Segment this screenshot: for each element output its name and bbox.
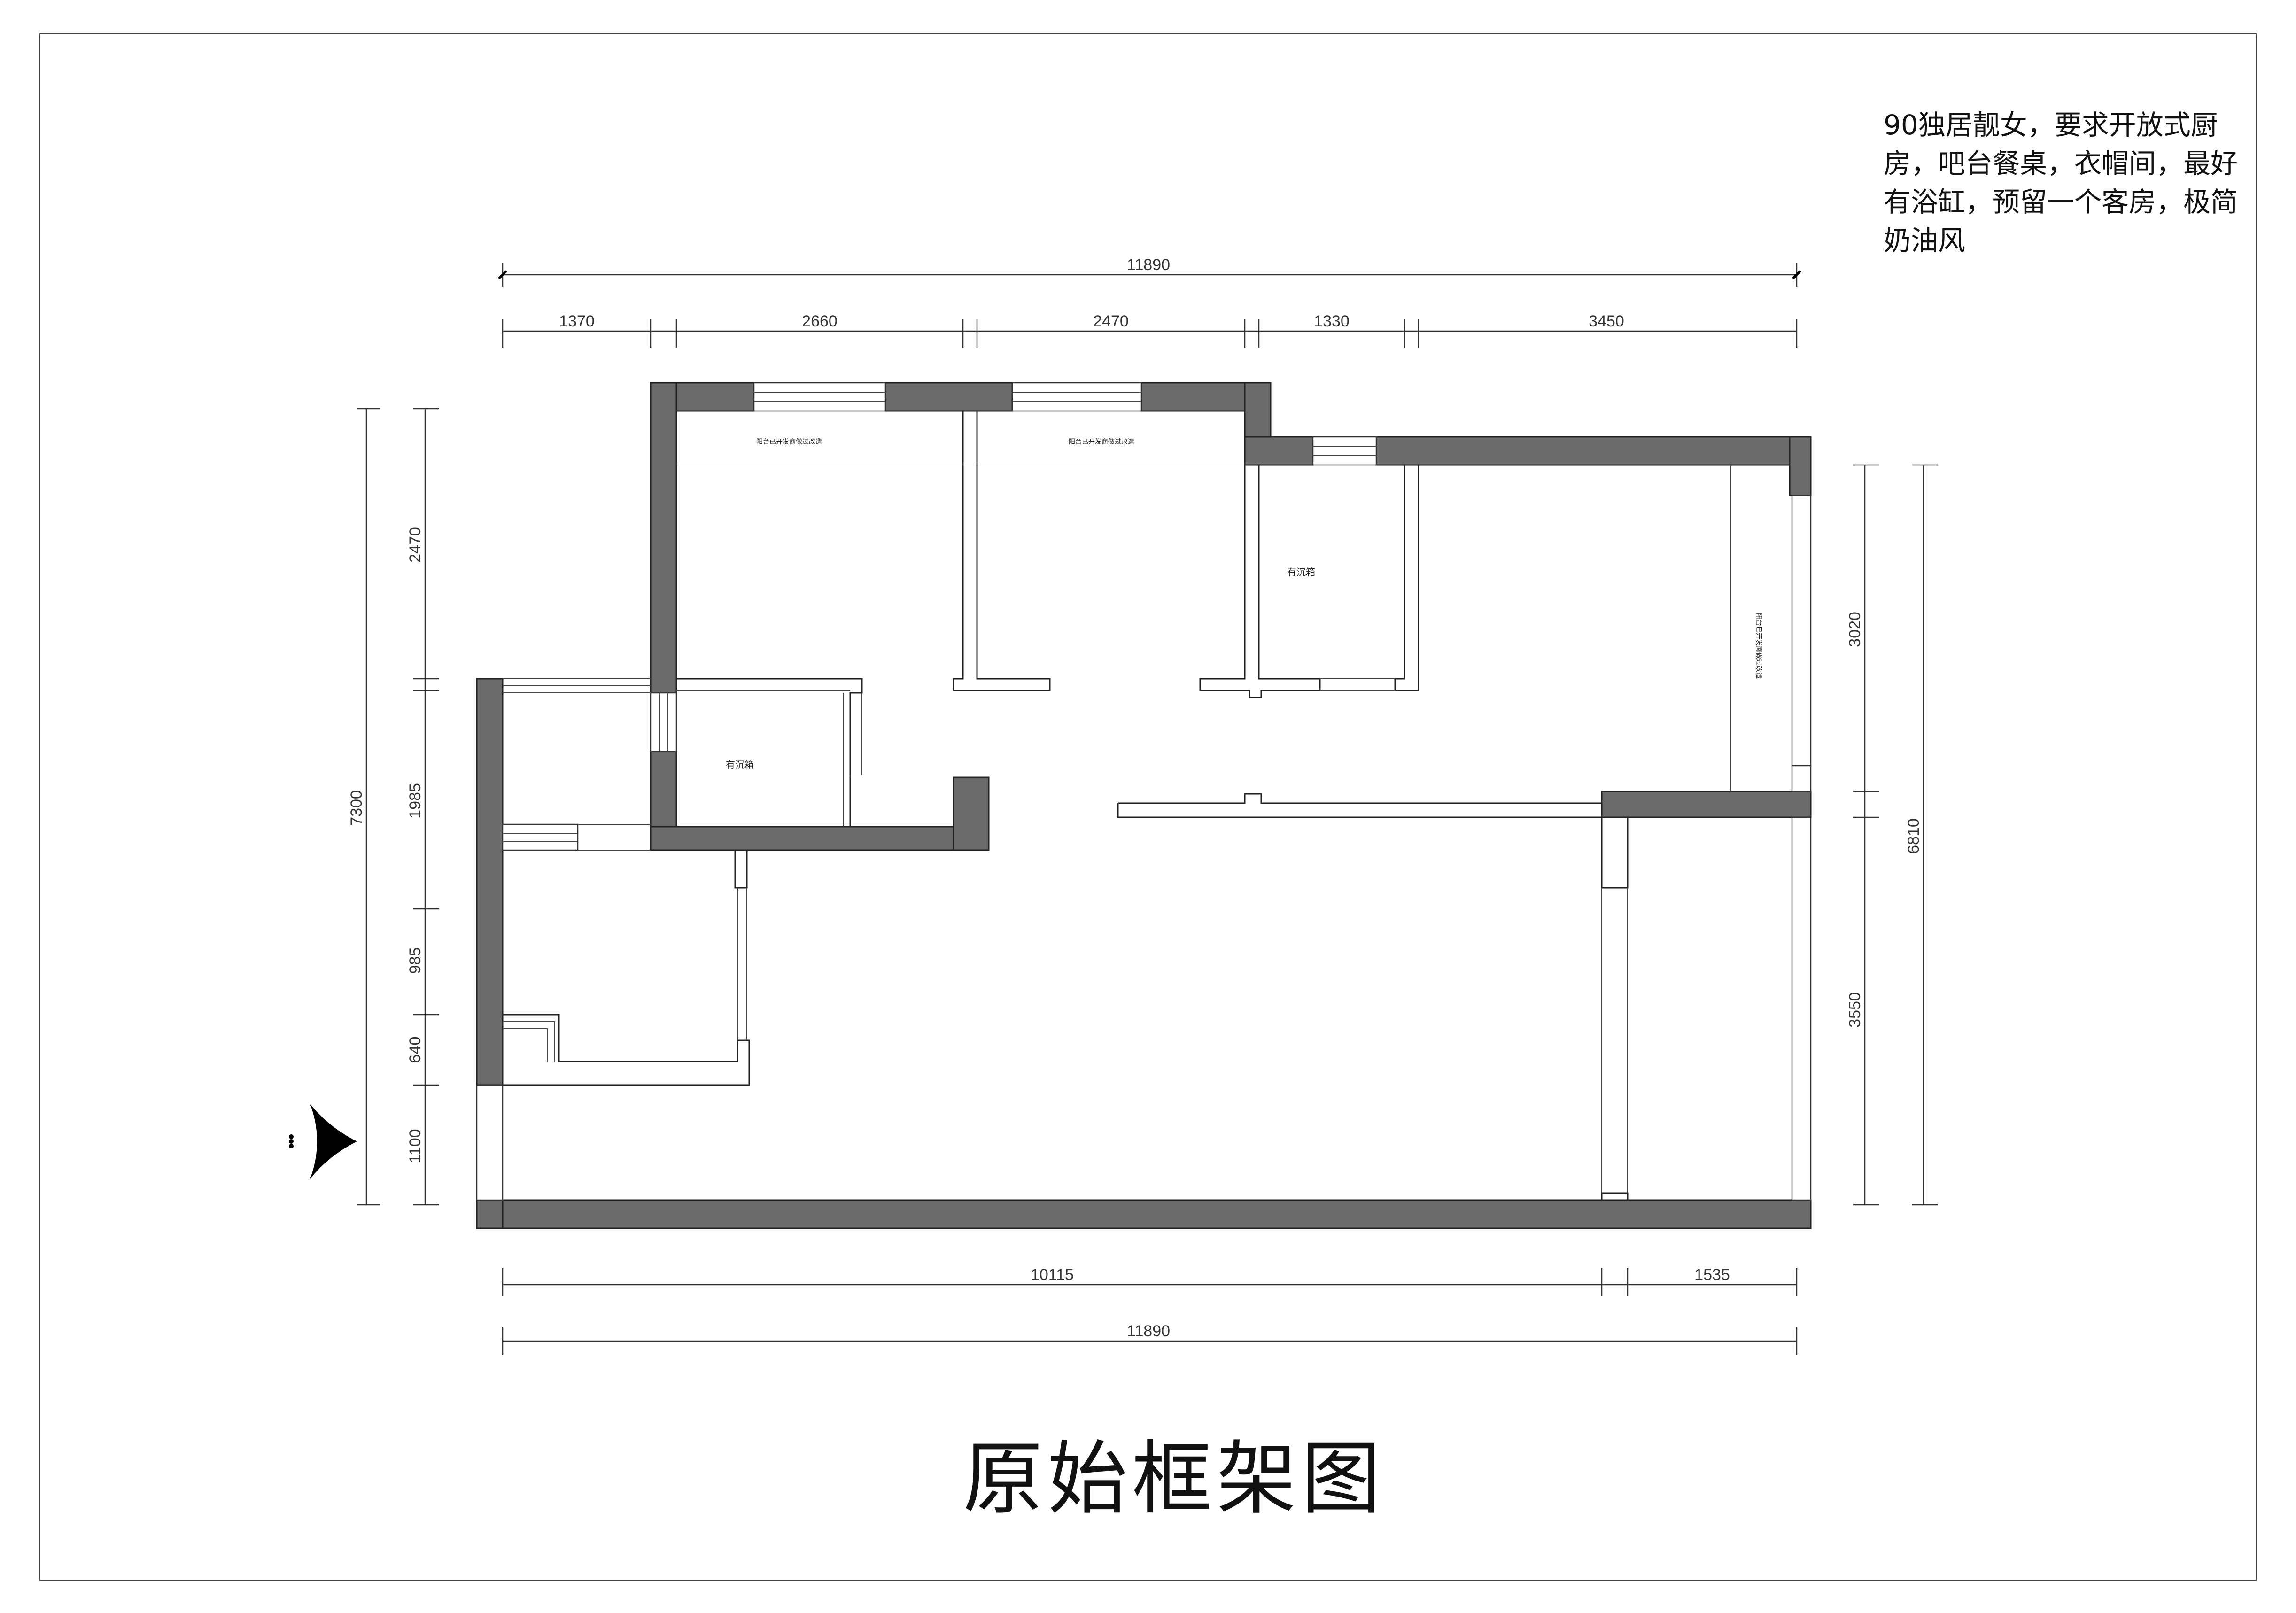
- wall-right-upper: [1789, 436, 1812, 496]
- wall-right-partition: [1601, 791, 1812, 818]
- wall-far-left: [476, 678, 504, 1086]
- requirements-note: 90独居靓女，要求开放式厨房，吧台餐桌，衣帽间，最好有浴缸，预留一个客房，极简奶…: [1884, 109, 2238, 256]
- wall-top-right: [1375, 436, 1812, 466]
- dim-bottom-seg-2: 1535: [1694, 1266, 1730, 1284]
- wall-top-2: [884, 382, 1013, 412]
- partition-sunken-right: [1394, 465, 1419, 691]
- dim-right-seg-1: 3020: [1846, 612, 1864, 647]
- wall-left-upper: [650, 382, 677, 694]
- dim-right-seg-2: 3550: [1846, 992, 1864, 1028]
- dim-top-seg-3: 2470: [1093, 312, 1129, 330]
- wall-bath-bottom: [650, 826, 990, 851]
- dim-left-total: 7300: [348, 790, 365, 826]
- partition-lower-left: [503, 1014, 750, 1086]
- dim-right-total: 6810: [1905, 818, 1923, 854]
- window-right-2: [1791, 816, 1812, 1201]
- wall-step-2: [1244, 436, 1314, 466]
- partition-middle-long: [1117, 793, 1603, 818]
- label-sunken-2: 有沉箱: [726, 759, 754, 770]
- window-top-2: [1011, 382, 1142, 412]
- interior-lines: [503, 411, 1731, 1201]
- page-frame: [39, 33, 2257, 1581]
- dim-top-total: 11890: [1127, 256, 1170, 274]
- wall-bottom: [476, 1199, 1812, 1229]
- wall-bath-right: [953, 776, 990, 851]
- walls: [476, 382, 1812, 1229]
- label-balcony-note-1: 阳台已开发商做过改造: [756, 438, 822, 446]
- dim-left-seg-2: 1985: [406, 783, 424, 819]
- window-left-1: [502, 823, 579, 851]
- dim-top-seg-4: 1330: [1314, 312, 1350, 330]
- dim-left-seg-3: 985: [406, 947, 424, 974]
- window-right-1: [1791, 495, 1812, 767]
- dim-bottom-total: 11890: [1127, 1322, 1170, 1340]
- windows: [476, 382, 1812, 1201]
- page-title: 原始框架图: [962, 1433, 1386, 1526]
- partition-bath-top: [676, 678, 863, 827]
- partition-sunken-left: [1199, 465, 1321, 698]
- dim-top-seg-2: 2660: [802, 312, 838, 330]
- dim-left-seg-5: 1100: [406, 1129, 424, 1163]
- opening-bottom-left: [476, 1084, 504, 1201]
- dim-left-seg-1: 2470: [406, 527, 424, 563]
- wall-step: [1244, 382, 1272, 440]
- label-balcony-note-3: 阳台已开发商做过改造: [1755, 613, 1762, 679]
- window-top-1: [753, 382, 886, 412]
- partition-top-middle: [953, 411, 1051, 691]
- dim-top-seg-5: 3450: [1589, 312, 1624, 330]
- dim-bottom-seg-1: 10115: [1031, 1266, 1074, 1284]
- window-left-2: [650, 692, 677, 752]
- dim-top-seg-1: 1370: [559, 312, 595, 330]
- dimensions: 11890 1370 2660 2470 1330 3450 7300: [348, 256, 1938, 1355]
- label-balcony-note-2: 阳台已开发商做过改造: [1069, 438, 1134, 446]
- window-top-3: [1312, 436, 1377, 466]
- wall-bottom-left: [476, 1199, 504, 1229]
- dim-top-ticks: [502, 319, 1798, 348]
- dim-left-seg-4: 640: [406, 1037, 424, 1063]
- north-arrow-icon: [289, 1104, 357, 1179]
- label-sunken-1: 有沉箱: [1287, 566, 1315, 578]
